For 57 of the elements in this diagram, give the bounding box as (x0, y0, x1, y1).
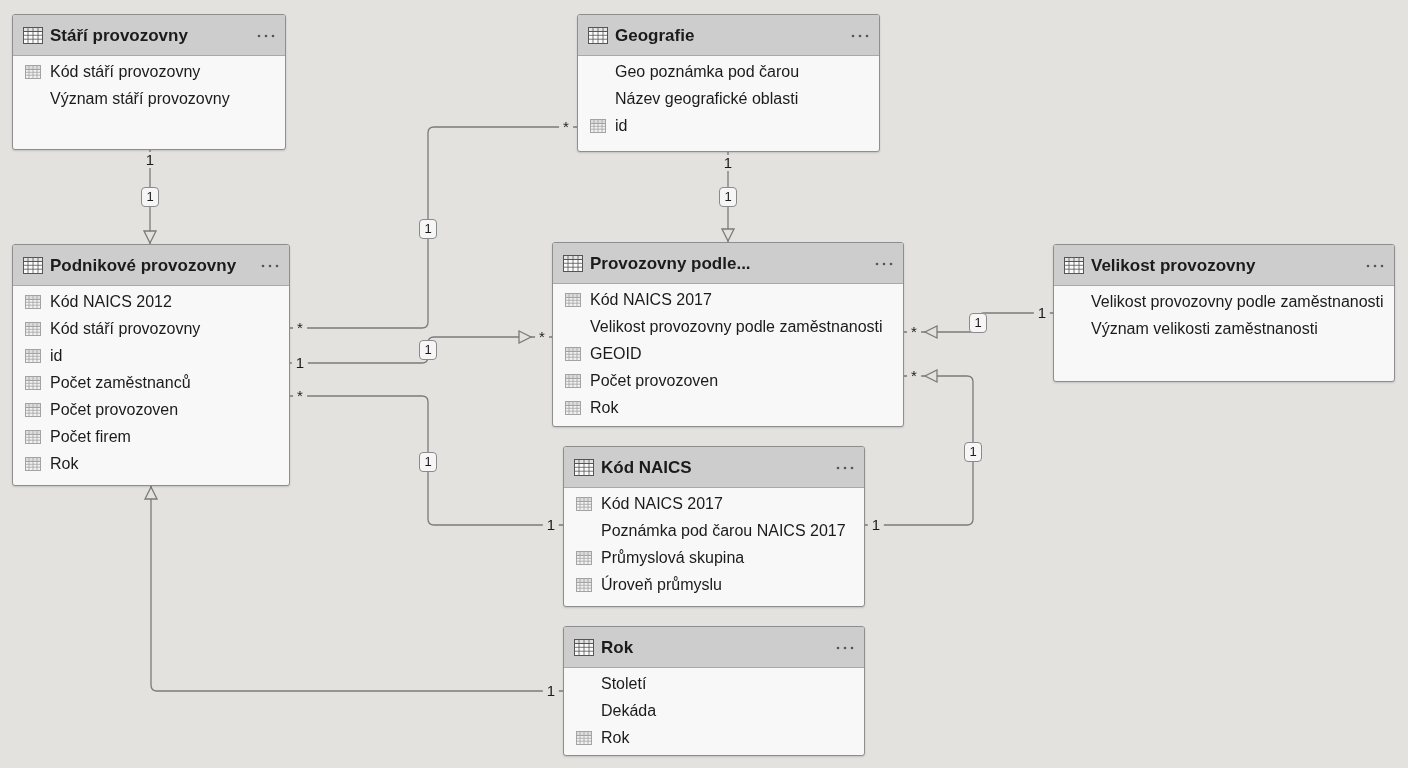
field-name: Poznámka pod čarou NAICS 2017 (601, 521, 846, 541)
edge-label: 1 (419, 452, 437, 472)
field-name: Počet zaměstnanců (50, 373, 191, 393)
field-name: id (50, 346, 63, 366)
field-name: Velikost provozovny podle zaměstnanosti (590, 317, 883, 337)
field-name: Počet provozoven (590, 371, 719, 391)
field-name: Velikost provozovny podle zaměstnanosti (1091, 292, 1384, 312)
field-name: Kód stáří provozovny (50, 319, 201, 339)
relationship-line (289, 126, 578, 329)
relationship-line (289, 395, 564, 526)
table-card (1053, 244, 1395, 382)
field-name: Význam stáří provozovny (50, 89, 230, 109)
edge-label: 1 (719, 187, 737, 207)
field-name: Název geografické oblasti (615, 89, 799, 109)
table-title: Rok (601, 638, 634, 658)
cardinality-label: 1 (867, 517, 885, 533)
field-name: Počet provozoven (50, 400, 179, 420)
table-card (12, 244, 290, 486)
edge-label: 1 (964, 442, 982, 462)
table-card (563, 446, 865, 607)
edge-label: 1 (419, 340, 437, 360)
field-name: Rok (590, 398, 619, 418)
table-card (577, 14, 880, 152)
table-card (563, 626, 865, 756)
field-name: Kód NAICS 2017 (590, 290, 712, 310)
edge-label: 1 (969, 313, 987, 333)
field-name: Století (601, 674, 647, 694)
field-name: Počet firem (50, 427, 131, 447)
edge-label: 1 (419, 219, 437, 239)
field-name: Význam velikosti zaměstnanosti (1091, 319, 1318, 339)
table-card (12, 14, 286, 150)
table-title: Kód NAICS (601, 458, 692, 478)
relationship-line (289, 330, 553, 364)
table-card (552, 242, 904, 427)
cardinality-label: 1 (291, 355, 309, 371)
field-name: Kód NAICS 2017 (601, 494, 723, 514)
field-name: Rok (601, 728, 630, 748)
cardinality-label: 1 (1033, 305, 1051, 321)
table-title: Geografie (615, 26, 695, 46)
cardinality-label: 1 (542, 683, 560, 699)
table-title: Provozovny podle... (590, 254, 751, 274)
field-name: id (615, 116, 628, 136)
cardinality-label: 1 (542, 517, 560, 533)
table-title: Stáří provozovny (50, 26, 188, 46)
field-name: Úroveň průmyslu (601, 575, 722, 595)
table-title: Velikost provozovny (1091, 256, 1256, 276)
edge-label: 1 (141, 187, 159, 207)
field-name: Průmyslová skupina (601, 548, 745, 568)
relationship-line (144, 485, 564, 692)
field-name: Dekáda (601, 701, 657, 721)
field-name: Rok (50, 454, 79, 474)
field-name: Kód NAICS 2012 (50, 292, 172, 312)
relationship-line (864, 369, 974, 526)
field-name: Geo poznámka pod čarou (615, 62, 800, 82)
table-title: Podnikové provozovny (50, 256, 237, 276)
field-name: Kód stáří provozovny (50, 62, 201, 82)
field-name: GEOID (590, 344, 642, 364)
